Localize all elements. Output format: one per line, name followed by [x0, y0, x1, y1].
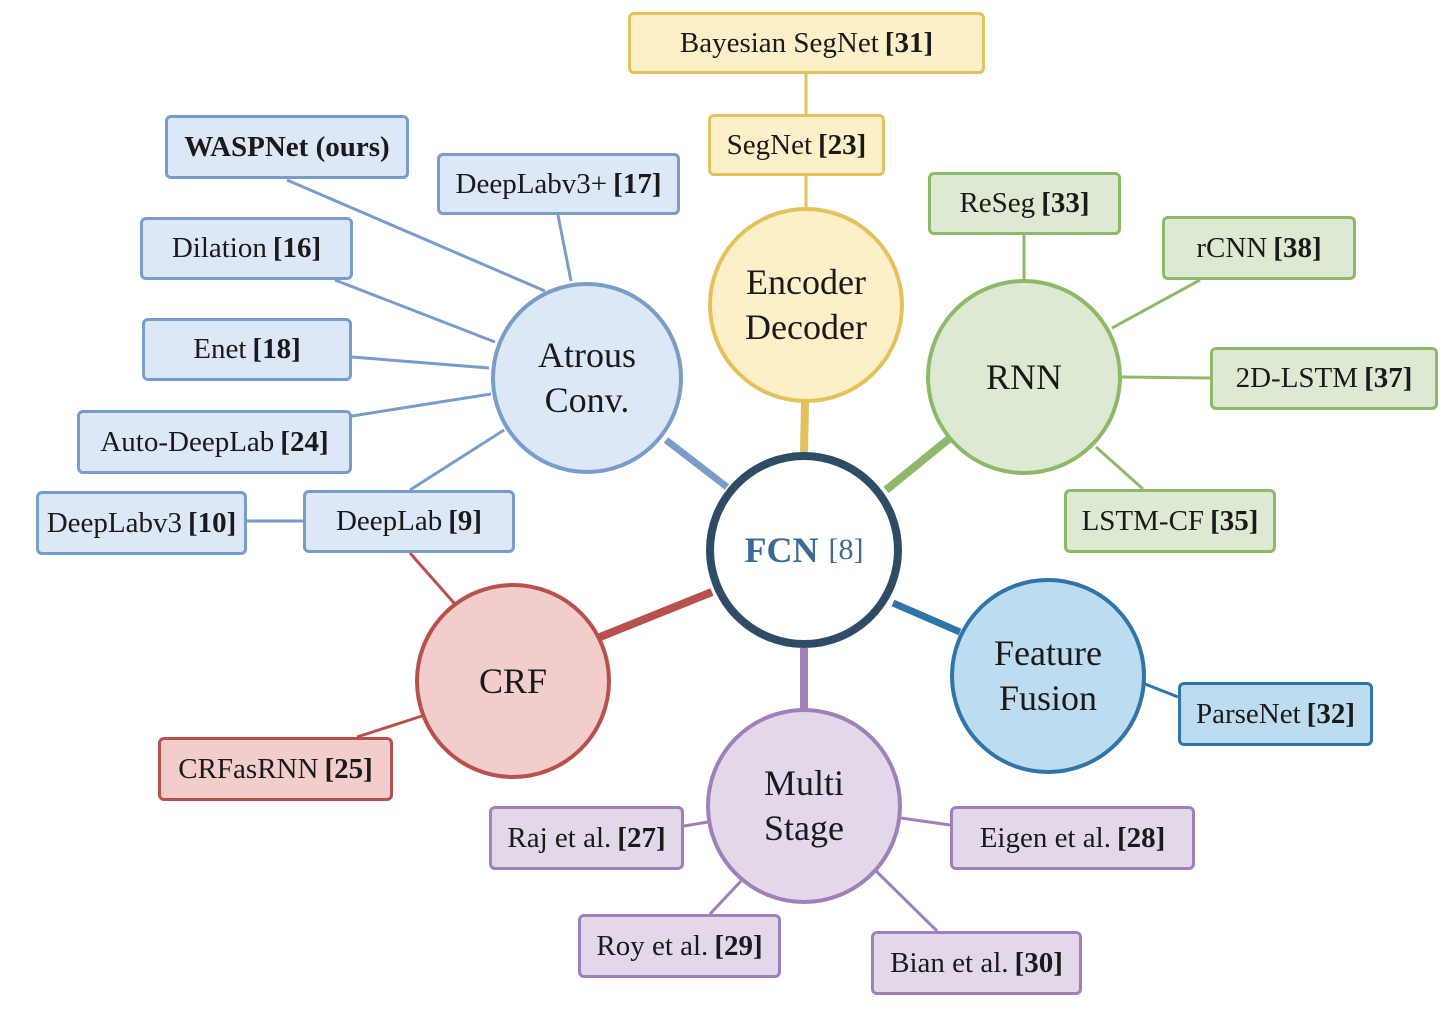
method-box-auto-deeplab: Auto-DeepLab[24] [77, 410, 352, 474]
method-box-reseg: ReSeg[33] [928, 172, 1121, 235]
method-name: SegNet [726, 128, 813, 161]
method-box-deeplab: DeepLab[9] [303, 490, 515, 553]
method-box-segnet: SegNet[23] [708, 114, 885, 176]
connector-bian-et-al [872, 867, 939, 933]
method-reference: [38] [1273, 231, 1322, 264]
connector-parsenet [1144, 682, 1179, 699]
method-name: CRFasRNN [178, 752, 319, 785]
connector-2d-lstm [1121, 375, 1211, 380]
method-reference: [28] [1116, 821, 1166, 854]
method-box-waspnet-ours: WASPNet (ours) [165, 115, 409, 179]
method-reference: [25] [324, 752, 373, 785]
method-box-2d-lstm: 2D-LSTM[37] [1210, 347, 1438, 410]
method-reference: [37] [1364, 362, 1413, 394]
method-box-dilation: Dilation[16] [140, 217, 353, 280]
method-box-eigen-et-al: Eigen et al.[28] [950, 806, 1195, 870]
method-box-crfasrnn: CRFasRNN[25] [158, 737, 393, 801]
method-name: Dilation [171, 232, 267, 264]
spoke-crf [598, 588, 714, 641]
connector-crf-deeplab [408, 552, 456, 604]
category-label: Atrous Conv. [538, 335, 636, 420]
method-reference: [30] [1014, 946, 1063, 979]
connector-crfasrnn [356, 714, 423, 739]
method-name: rCNN [1196, 231, 1268, 264]
connector-deeplab [409, 428, 505, 492]
method-name: Eigen et al. [979, 821, 1111, 854]
method-reference: [32] [1306, 697, 1355, 730]
center-node-fcn: FCN [8] [706, 452, 902, 648]
category-node-encoder: Encoder Decoder [708, 207, 904, 403]
connector-deeplabv3 [556, 214, 573, 282]
method-name: 2D-LSTM [1235, 362, 1359, 394]
category-label: CRF [478, 660, 548, 701]
connector-raj-et-al [683, 820, 709, 828]
method-name: Enet [193, 333, 247, 365]
method-reference: [33] [1041, 187, 1090, 219]
connector-waspnet-ours [286, 178, 546, 293]
spoke-fusion [891, 599, 962, 636]
connector-enet [351, 355, 490, 370]
method-name: WASPNet (ours) [184, 130, 390, 163]
method-name: Auto-DeepLab [100, 425, 275, 458]
connector-eigen-et-al [900, 816, 951, 827]
method-name: LSTM-CF [1081, 504, 1205, 537]
connector-lstm-cf [1095, 445, 1144, 491]
method-name: ReSeg [959, 187, 1036, 219]
method-reference: [23] [818, 128, 867, 161]
category-label: RNN [985, 356, 1062, 397]
method-box-deeplabv3: DeepLabv3[10] [36, 491, 247, 555]
method-box-raj-et-al: Raj et al.[27] [489, 806, 684, 870]
method-reference: [17] [613, 167, 662, 200]
method-name: Bayesian SegNet [679, 26, 879, 59]
method-reference: [24] [280, 425, 329, 458]
center-label: FCN [744, 530, 819, 570]
connector-rcnn [1111, 278, 1201, 330]
category-node-multistage: Multi Stage [706, 708, 902, 904]
category-node-rnn: RNN [926, 279, 1122, 475]
category-label: Encoder Decoder [745, 262, 867, 347]
spoke-rnn [883, 434, 953, 494]
connector-auto-deeplab [351, 392, 492, 418]
method-name: Raj et al. [507, 821, 612, 854]
method-name: Bian et al. [890, 946, 1009, 979]
method-box-deeplabv3: DeepLabv3+[17] [437, 153, 680, 215]
method-reference: [9] [448, 505, 483, 537]
method-name: ParseNet [1195, 697, 1301, 730]
method-box-parsenet: ParseNet[32] [1178, 682, 1373, 746]
method-box-roy-et-al: Roy et al.[29] [578, 914, 781, 978]
spoke-encoder [800, 401, 809, 453]
category-label: Feature Fusion [994, 633, 1102, 718]
method-name: DeepLab [335, 505, 443, 537]
spoke-atrous [663, 437, 730, 490]
method-reference: [16] [272, 232, 322, 264]
category-node-atrous: Atrous Conv. [491, 282, 683, 474]
method-box-enet: Enet[18] [142, 318, 352, 381]
method-name: Roy et al. [596, 929, 709, 962]
method-box-lstm-cf: LSTM-CF[35] [1064, 489, 1276, 553]
method-reference: [18] [252, 333, 301, 365]
connector-roy-et-al [708, 879, 743, 916]
method-box-bayesian-segnet: Bayesian SegNet[31] [628, 12, 985, 74]
category-node-fusion: Feature Fusion [950, 578, 1146, 774]
center-reference: [8] [828, 533, 864, 566]
method-reference: [10] [187, 506, 237, 539]
method-reference: [27] [617, 821, 666, 854]
method-name: DeepLabv3+ [455, 167, 608, 200]
category-node-crf: CRF [415, 583, 611, 779]
method-reference: [31] [884, 26, 934, 59]
method-box-bian-et-al: Bian et al.[30] [871, 931, 1082, 995]
connector-dilation [334, 278, 496, 344]
method-box-rcnn: rCNN[38] [1162, 216, 1356, 280]
method-reference: [35] [1210, 504, 1259, 537]
method-name: DeepLabv3 [46, 506, 182, 539]
method-reference: [29] [714, 929, 763, 962]
category-label: Multi Stage [763, 763, 844, 848]
